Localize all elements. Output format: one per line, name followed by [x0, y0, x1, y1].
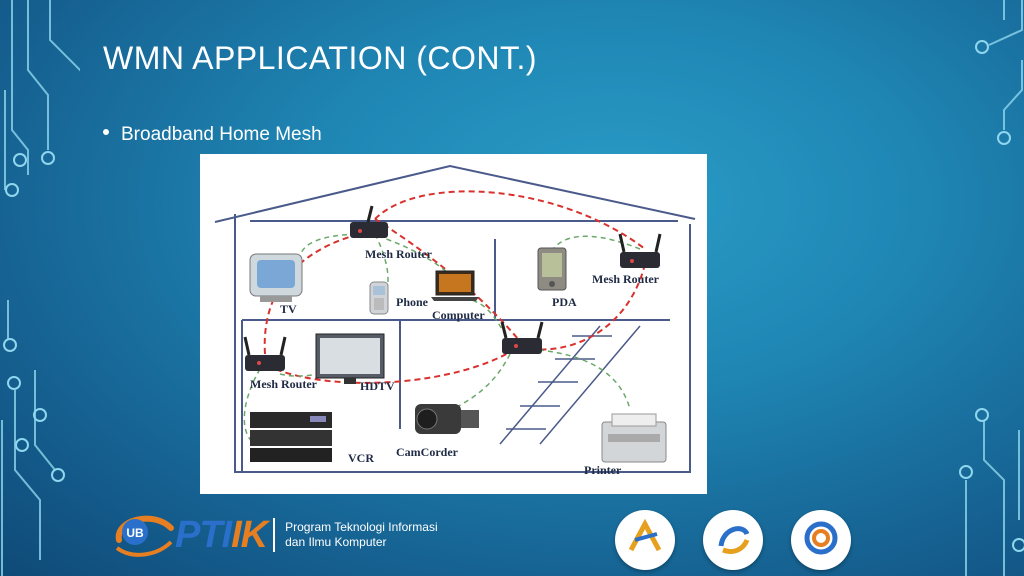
bullet-text: Broadband Home Mesh: [121, 124, 322, 145]
bullet-dot-icon: [103, 129, 109, 135]
hdtv-icon: [315, 333, 385, 384]
staircase: [499, 325, 641, 445]
label-phone: Phone: [396, 295, 429, 309]
tagline-line2: dan Ilmu Komputer: [285, 535, 387, 549]
label-tv: TV: [280, 302, 297, 316]
label-hdtv: HDTV: [360, 379, 395, 393]
badge-logo-3-icon: [791, 510, 851, 570]
badge-logo-2-icon: [703, 510, 763, 570]
mesh-router-center: [500, 321, 544, 354]
logo-divider: [273, 518, 276, 552]
slide-title: WMN APPLICATION (CONT.): [103, 40, 538, 76]
house-outline: [214, 164, 696, 473]
ptiik-wordmark-accent: IK: [231, 513, 268, 556]
ptiik-wordmark: PTIIK: [175, 513, 268, 557]
camcorder-icon: [415, 404, 479, 434]
logo-tagline: Program Teknologi Informasi dan Ilmu Kom…: [285, 520, 438, 550]
label-camcorder: CamCorder: [396, 445, 459, 459]
phone-icon: [369, 281, 389, 315]
mesh-router-left: [243, 336, 287, 371]
circuit-decoration-left-icon: [1, 0, 80, 576]
ptiik-logo: UB PTIIK Program Teknologi Informasi dan…: [113, 510, 438, 560]
printer-icon: [601, 413, 667, 463]
label-printer: Printer: [584, 463, 622, 477]
label-pda: PDA: [552, 295, 577, 309]
tagline-line1: Program Teknologi Informasi: [285, 520, 438, 534]
label-vcr: VCR: [348, 451, 374, 465]
circuit-decoration-right-icon: [959, 0, 1024, 576]
label-mesh-router-left: Mesh Router: [250, 377, 318, 391]
label-mesh-router-top: Mesh Router: [365, 247, 433, 261]
label-mesh-router-right: Mesh Router: [592, 272, 660, 286]
badge-logo-1-icon: [615, 510, 675, 570]
ub-logo-icon: UB: [115, 515, 174, 557]
home-mesh-diagram-svg: Mesh Router Mesh Router Mesh Router: [214, 164, 696, 477]
label-computer: Computer: [432, 308, 485, 322]
ub-logo-text: UB: [126, 526, 144, 540]
home-mesh-diagram: Mesh Router Mesh Router Mesh Router: [200, 154, 707, 494]
bullet-item: Broadband Home Mesh: [103, 124, 322, 146]
laptop-icon: [431, 270, 479, 301]
pda-icon: [537, 247, 567, 291]
mesh-router-right: [618, 233, 662, 268]
mesh-router-top: [350, 205, 388, 238]
tv-icon: [249, 253, 303, 302]
ptiik-wordmark-main: PTI: [175, 513, 232, 556]
vcr-icon: [250, 412, 332, 462]
